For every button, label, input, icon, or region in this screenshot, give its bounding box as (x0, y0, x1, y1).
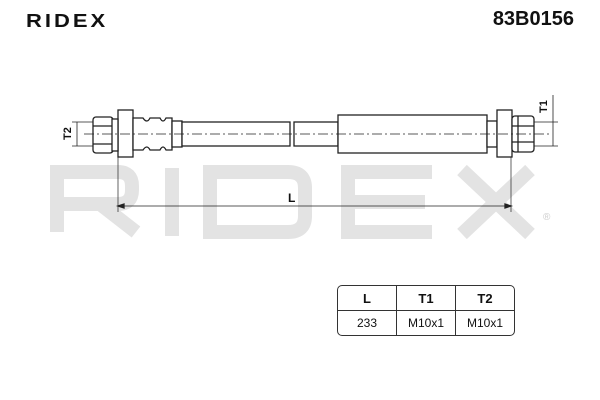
watermark-letter-d (203, 165, 312, 239)
length-label: L (288, 191, 295, 205)
watermark-letter-r (50, 165, 141, 238)
part-number: 83B0156 (492, 8, 574, 30)
spec-table: L T1 T2 233 M10x1 M10x1 (337, 285, 515, 336)
left-end-nut (92, 116, 114, 154)
value-l: 233 (338, 311, 397, 335)
t1-label: T1 (538, 100, 550, 113)
left-hex-nut (117, 109, 134, 158)
header-t2: T2 (456, 286, 514, 311)
header-t1: T1 (397, 286, 456, 311)
registered-mark: ® (543, 212, 551, 223)
watermark-letter-e (341, 165, 432, 239)
right-hex-nut (496, 109, 513, 158)
watermark-letter-x (457, 164, 535, 240)
brand-logo: RIDEX (26, 9, 109, 32)
value-t2: M10x1 (466, 316, 504, 330)
header-l: L (338, 286, 397, 311)
t2-label: T2 (62, 127, 74, 140)
value-t1: M10x1 (397, 311, 456, 335)
